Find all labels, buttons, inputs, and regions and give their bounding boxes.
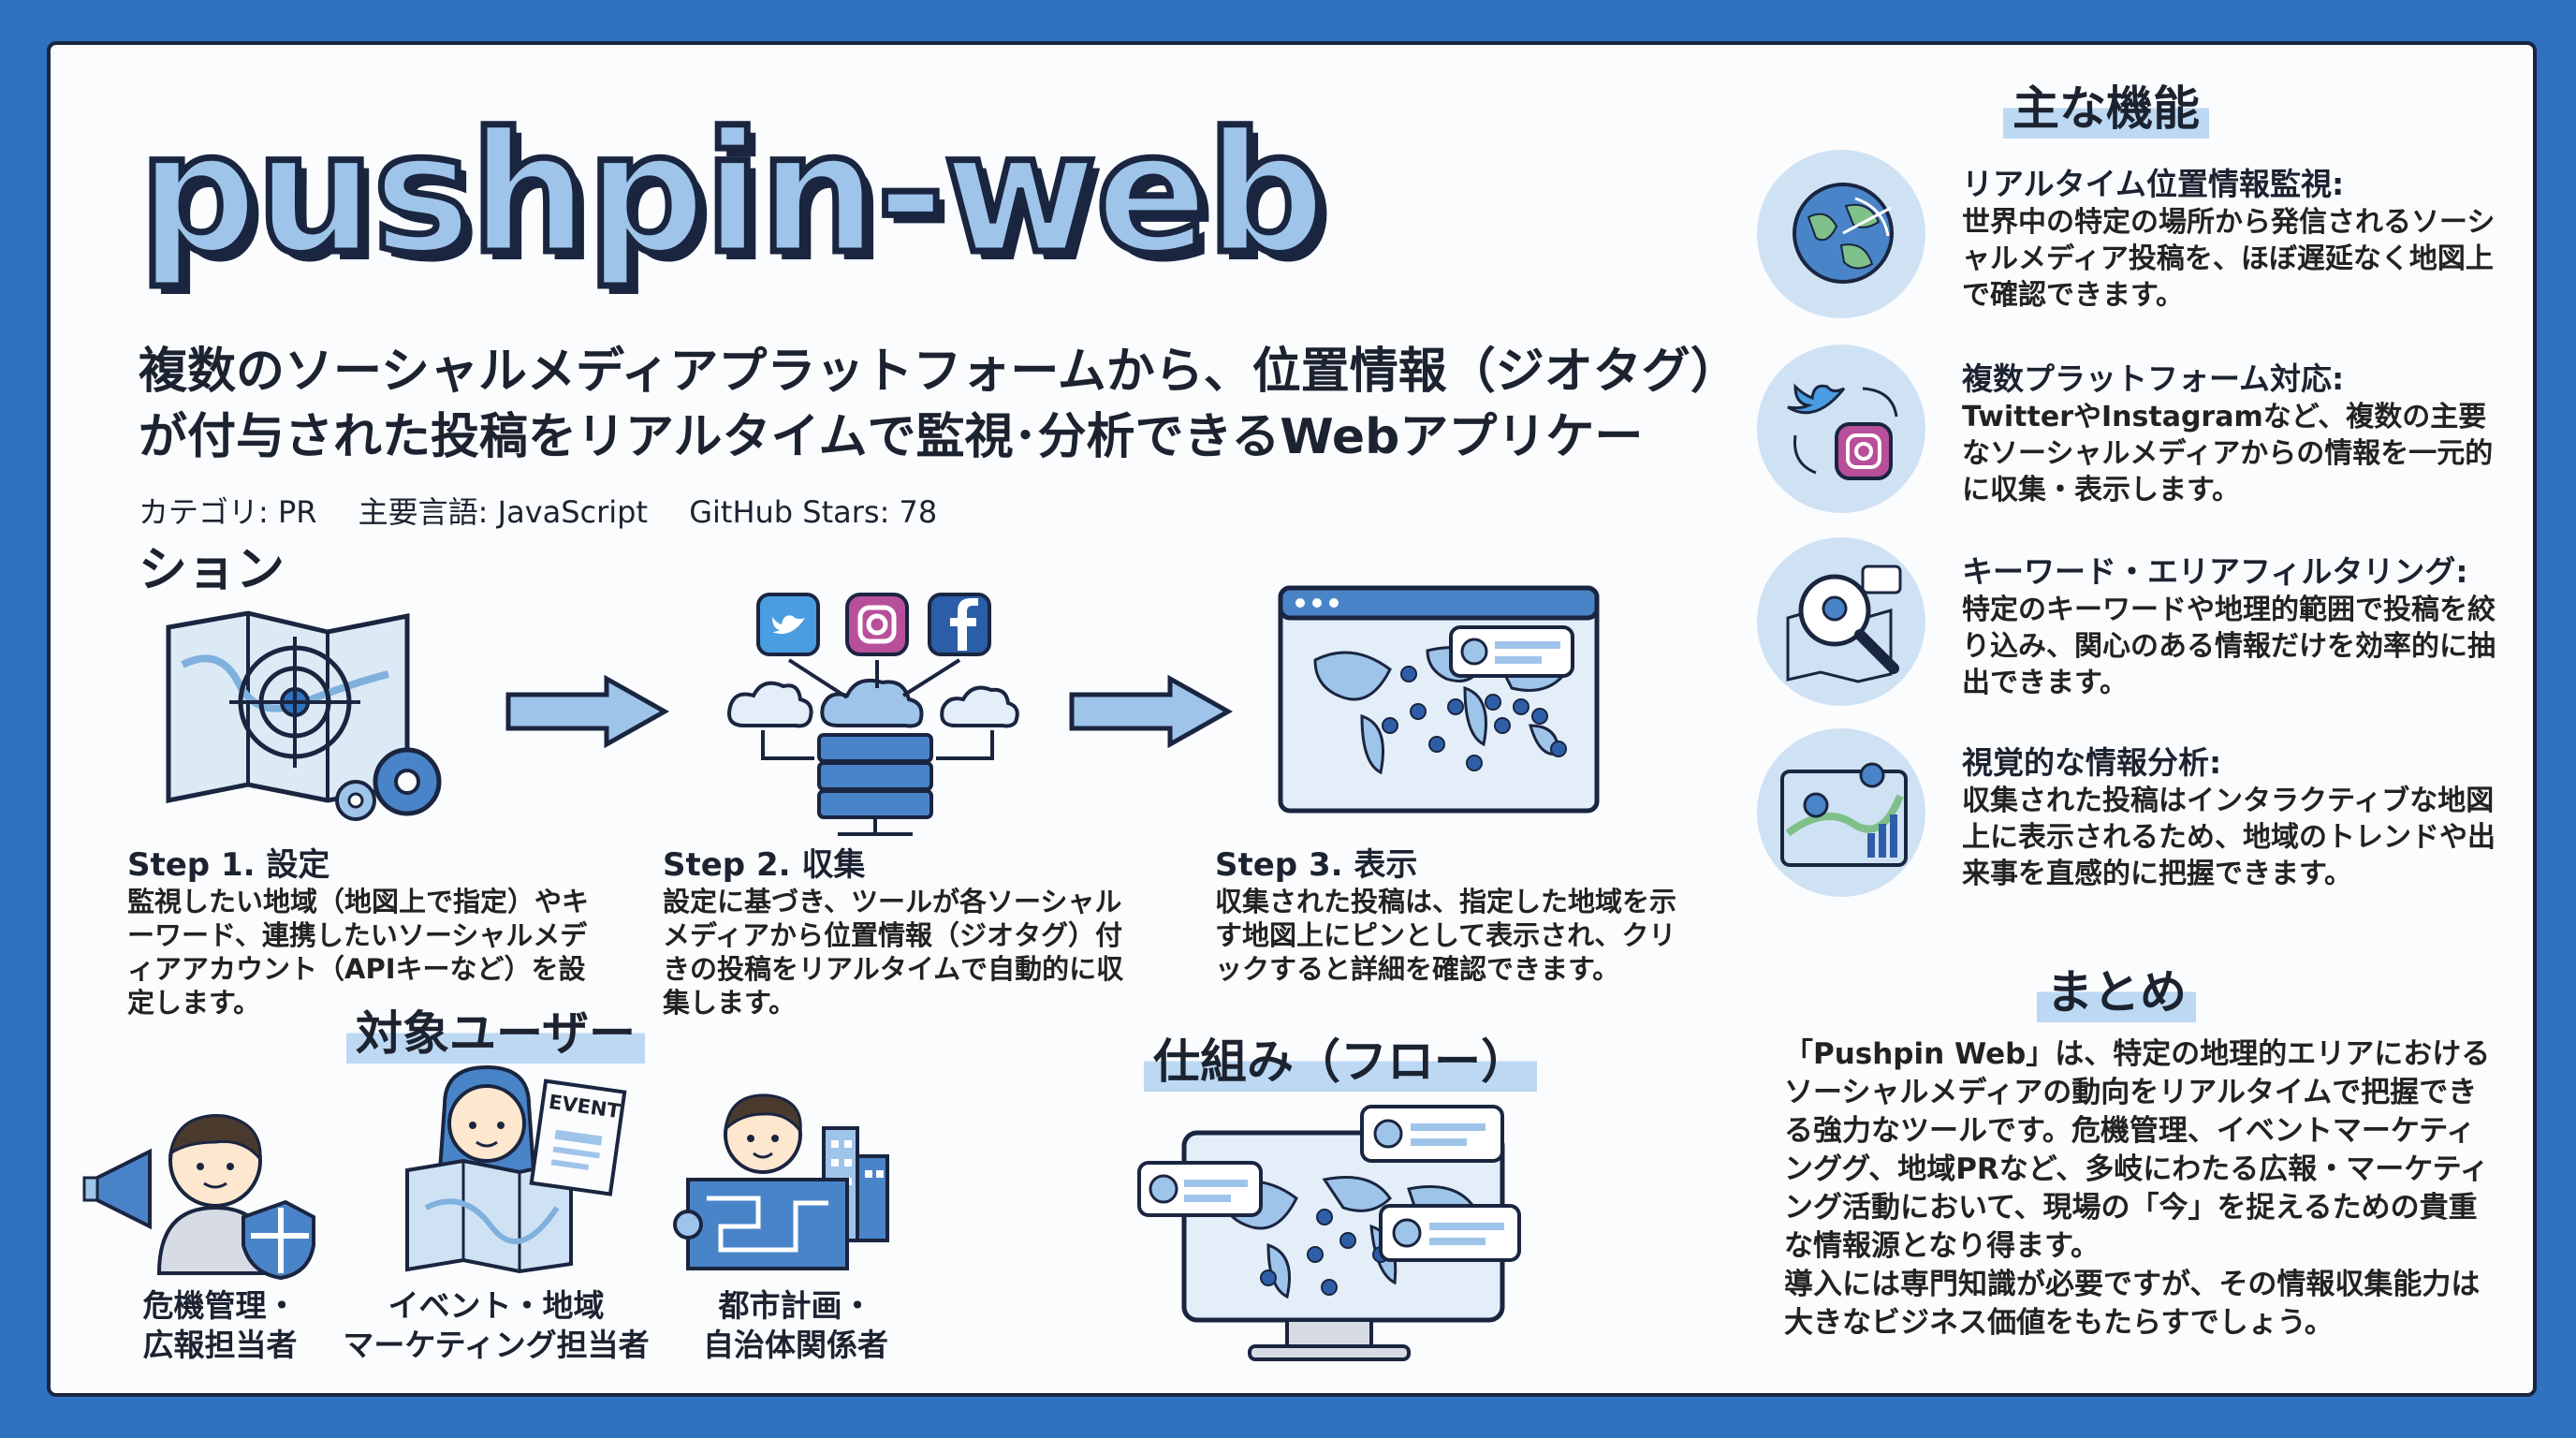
globe-radar-icon <box>1793 183 1894 284</box>
urban-planning-persona-icon <box>673 1093 889 1270</box>
app-description-tail: ション <box>139 542 285 598</box>
feature-body: TwitterやInstagramなど、複数の主要なソーシャルメディアからの情報… <box>1962 401 2494 506</box>
flow-heading: 仕組み（フロー） <box>1144 1024 1537 1092</box>
feature-item: リアルタイム位置情報監視: 世界中の特定の場所から発信されるソーシャルメディア投… <box>1962 159 2505 314</box>
crisis-pr-persona-icon <box>82 1114 315 1281</box>
persona-label: 自治体関係者 <box>703 1327 888 1363</box>
map-target-gear-icon <box>166 610 442 821</box>
persona-label: 都市計画・ <box>718 1287 873 1324</box>
summary-paragraph: 導入には専門知識が必要ですが、その情報収集能力は大きなビジネス価値をもたらすでし… <box>1784 1268 2481 1340</box>
feature-title: リアルタイム位置情報監視: <box>1962 166 2345 202</box>
flow-arrow-icon <box>505 674 670 749</box>
flow-arrow-icon <box>1069 674 1234 749</box>
feature-body: 世界中の特定の場所から発信されるソーシャルメディア投稿を、ほぼ遅延なく地図上で確… <box>1962 206 2496 312</box>
map-chart-icon <box>1780 762 1908 867</box>
persona-event: イベント・地域 マーケティング担当者 <box>342 1286 651 1365</box>
feature-item: 視覚的な情報分析: 収集された投稿はインタラクティブな地図上に表示されるため、地… <box>1962 738 2505 892</box>
persona-label: 広報担当者 <box>142 1327 298 1363</box>
map-magnifier-icon <box>1786 565 1902 683</box>
summary-text: 「Pushpin Web」は、特定の地理的エリアにおけるソーシャルメディアの動向… <box>1784 1035 2496 1343</box>
meta-category: カテゴリ: PR <box>139 494 317 530</box>
persona-label: マーケティング担当者 <box>343 1327 650 1363</box>
feature-title: 視覚的な情報分析: <box>1962 744 2222 781</box>
event-marketing-persona-icon <box>405 1064 627 1274</box>
step-1: Step 1. 設定 監視したい地域（地図上で指定）やキーワード、連携したいソー… <box>127 839 595 1020</box>
persona-label: 危機管理・ <box>142 1287 298 1324</box>
feature-body: 収集された投稿はインタラクティブな地図上に表示されるため、地域のトレンドや出来事… <box>1962 785 2496 890</box>
persona-label: イベント・地域 <box>388 1287 605 1324</box>
step-title: Step 3. 表示 <box>1215 846 1418 884</box>
browser-map-pins-icon <box>1278 585 1600 814</box>
meta-stars: GitHub Stars: 78 <box>689 494 938 530</box>
feature-title: 複数プラットフォーム対応: <box>1962 360 2345 397</box>
meta-row: カテゴリ: PR 主要言語: JavaScript GitHub Stars: … <box>139 489 969 532</box>
step-title: Step 1. 設定 <box>127 846 330 884</box>
step-title: Step 2. 収集 <box>663 846 866 884</box>
features-heading: 主な機能 <box>2003 71 2209 139</box>
persona-urban: 都市計画・ 自治体関係者 <box>655 1286 936 1365</box>
app-description: 複数のソーシャルメディアプラットフォームから、位置情報（ジオタグ）が付与された投… <box>139 344 1739 465</box>
meta-language: 主要言語: JavaScript <box>358 494 649 530</box>
step-3: Step 3. 表示 収集された投稿は、指定した地域を示す地図上にピンとして表示… <box>1215 839 1683 986</box>
step-body: 設定に基づき、ツールが各ソーシャルメディアから位置情報（ジオタグ）付きの投稿をリ… <box>663 886 1124 1019</box>
summary-paragraph: 「Pushpin Web」は、特定の地理的エリアにおけるソーシャルメディアの動向… <box>1784 1037 2491 1263</box>
feature-item: キーワード・エリアフィルタリング: 特定のキーワードや地理的範囲で投稿を絞り込み… <box>1962 547 2505 701</box>
target-users-heading: 対象ユーザー <box>346 996 645 1064</box>
step-2: Step 2. 収集 設定に基づき、ツールが各ソーシャルメディアから位置情報（ジ… <box>663 839 1131 1020</box>
step-body: 監視したい地域（地図上で指定）やキーワード、連携したいソーシャルメディアアカウン… <box>127 886 590 1019</box>
collect-server-icon <box>727 593 1019 836</box>
summary-heading: まとめ <box>2037 955 2196 1022</box>
feature-body: 特定のキーワードや地理的範囲で投稿を絞り込み、関心のある情報だけを効率的に抽出で… <box>1962 594 2496 699</box>
app-title: pushpin-web <box>135 96 1328 290</box>
twitter-instagram-sync-icon <box>1787 383 1898 480</box>
step-body: 収集された投稿は、指定した地域を示す地図上にピンとして表示され、クリックすると詳… <box>1215 886 1677 985</box>
monitor-map-chat-icon <box>1137 1105 1521 1361</box>
persona-crisis: 危機管理・ 広報担当者 <box>89 1286 351 1365</box>
feature-title: キーワード・エリアフィルタリング: <box>1962 553 2468 590</box>
feature-item: 複数プラットフォーム対応: TwitterやInstagramなど、複数の主要な… <box>1962 354 2505 508</box>
